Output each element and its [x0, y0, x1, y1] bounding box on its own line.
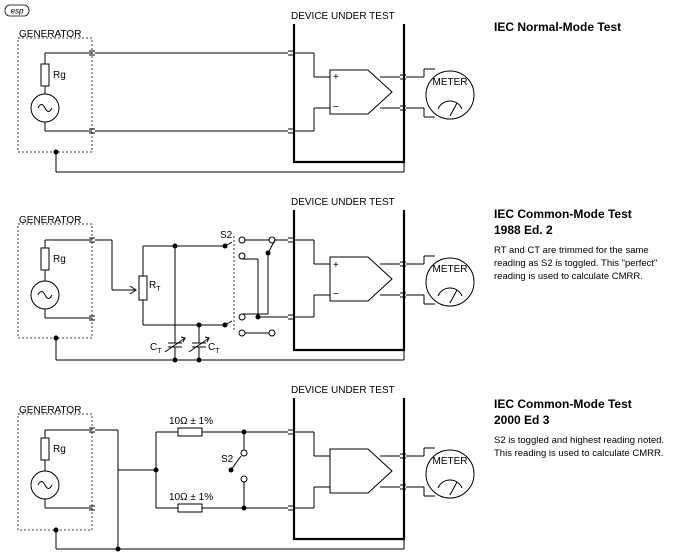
normal-mode-circuit: GENERATOR Rg DEVICE UNDER TEST — [17, 11, 475, 173]
meter-icon — [425, 257, 475, 307]
svg-text:+: + — [333, 72, 339, 83]
s2-label: S2 — [220, 230, 233, 241]
dut-label: DEVICE UNDER TEST — [291, 197, 395, 208]
svg-text:−: − — [333, 102, 339, 113]
generator-label: GENERATOR — [19, 29, 81, 40]
rt-trimmer — [138, 275, 148, 301]
common-mode-2000-text: IEC Common-Mode Test 2000 Ed 3 S2 is tog… — [494, 397, 664, 459]
rg-label: Rg — [53, 444, 66, 455]
generator-box — [17, 37, 93, 153]
common-mode-1988-text: IEC Common-Mode Test 1988 Ed. 2 RT and C… — [494, 207, 657, 282]
generator-label: GENERATOR — [19, 405, 81, 416]
section2-note-line: RT and CT are trimmed for the same — [494, 245, 649, 256]
esp-logo: esp — [4, 4, 30, 17]
meter-label: METER — [433, 264, 468, 275]
rg-label: Rg — [53, 254, 66, 265]
section2-note-line: reading as S2 is toggled. This "perfect" — [494, 258, 657, 269]
resistor-label: 10Ω ± 1% — [169, 416, 213, 427]
dut-label: DEVICE UNDER TEST — [291, 11, 395, 22]
section3-note-line: S2 is toggled and highest reading noted. — [494, 435, 664, 446]
amplifier — [329, 69, 393, 115]
ct-label: CT — [208, 342, 220, 355]
ct-label: CT — [150, 342, 162, 355]
rg-label: Rg — [53, 70, 66, 81]
rt-label: RT — [149, 280, 161, 293]
rg-resistor — [40, 247, 50, 271]
section2-subtitle: 1988 Ed. 2 — [494, 223, 553, 237]
meter-label: METER — [433, 77, 468, 88]
section3-title: IEC Common-Mode Test — [494, 397, 632, 411]
common-mode-2000-circuit: GENERATOR Rg 10Ω ± 1% 10Ω ± 1% S2 — [17, 385, 475, 552]
svg-text:−: − — [333, 289, 339, 300]
meter-label: METER — [433, 456, 468, 467]
rg-resistor — [40, 437, 50, 461]
section1-title: IEC Normal-Mode Test — [494, 20, 621, 34]
section3-subtitle: 2000 Ed 3 — [494, 413, 550, 427]
normal-mode-text: IEC Normal-Mode Test — [494, 20, 621, 34]
generator-box — [17, 413, 93, 531]
resistor-10ohm — [177, 427, 203, 437]
section2-note-line: reading is used to calculate CMRR. — [494, 271, 643, 282]
resistor-10ohm — [177, 503, 203, 513]
common-mode-1988-circuit: GENERATOR Rg RT — [17, 197, 475, 363]
svg-text:esp: esp — [11, 7, 24, 16]
rg-resistor — [40, 63, 50, 87]
section3-note-line: This reading is used to calculate CMRR. — [494, 448, 664, 459]
svg-text:+: + — [333, 260, 339, 271]
generator-box — [17, 223, 93, 339]
generator-label: GENERATOR — [19, 215, 81, 226]
dut-label: DEVICE UNDER TEST — [291, 385, 395, 396]
resistor-label: 10Ω ± 1% — [169, 492, 213, 503]
meter-icon — [425, 70, 475, 120]
meter-icon — [425, 449, 475, 499]
s2-label: S2 — [221, 454, 234, 465]
amplifier — [329, 448, 393, 494]
amplifier — [329, 256, 393, 302]
section2-title: IEC Common-Mode Test — [494, 207, 632, 221]
